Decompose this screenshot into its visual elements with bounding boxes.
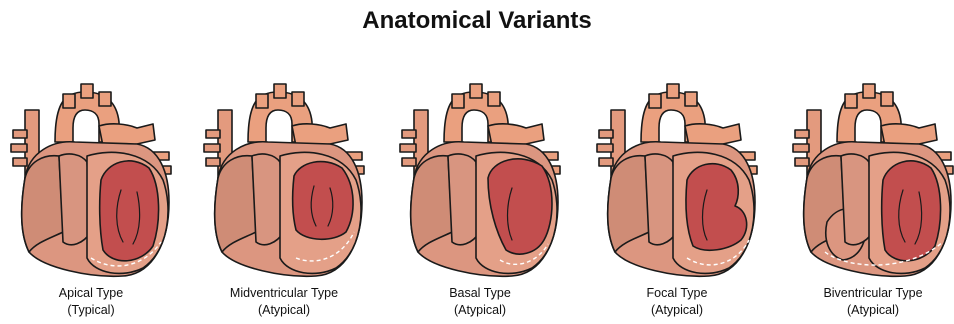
variant-classification: (Atypical) — [196, 302, 372, 319]
variant-panel-apical: Apical Type (Typical) — [3, 82, 179, 322]
variant-panel-biventricular: Biventricular Type (Atypical) — [785, 82, 954, 322]
heart-illustration-midventricular — [196, 82, 372, 278]
pulmonary-veins-left — [400, 130, 416, 166]
variant-panel-focal: Focal Type (Atypical) — [589, 82, 765, 322]
variant-name: Biventricular Type — [785, 285, 954, 302]
variant-name: Midventricular Type — [196, 285, 372, 302]
variant-caption-apical: Apical Type (Typical) — [3, 285, 179, 319]
variant-caption-biventricular: Biventricular Type (Atypical) — [785, 285, 954, 319]
variant-name: Apical Type — [3, 285, 179, 302]
page-title: Anatomical Variants — [0, 7, 954, 35]
heart-illustration-apical — [3, 82, 179, 278]
ballooned-cavity — [293, 162, 353, 240]
variant-panel-midventricular: Midventricular Type (Atypical) — [196, 82, 372, 322]
variant-classification: (Typical) — [3, 302, 179, 319]
variant-caption-basal: Basal Type (Atypical) — [392, 285, 568, 319]
variant-name: Focal Type — [589, 285, 765, 302]
heart-illustration-basal — [392, 82, 568, 278]
pulmonary-veins-left — [793, 130, 809, 166]
pulmonary-veins-left — [204, 130, 220, 166]
variant-classification: (Atypical) — [785, 302, 954, 319]
variant-classification: (Atypical) — [589, 302, 765, 319]
pulmonary-veins-left — [597, 130, 613, 166]
variant-name: Basal Type — [392, 285, 568, 302]
ballooned-cavity — [100, 161, 159, 261]
heart-illustration-focal — [589, 82, 765, 278]
variant-caption-focal: Focal Type (Atypical) — [589, 285, 765, 319]
heart-illustration-biventricular — [785, 82, 954, 278]
variant-caption-midventricular: Midventricular Type (Atypical) — [196, 285, 372, 319]
variant-panel-basal: Basal Type (Atypical) — [392, 82, 568, 322]
pulmonary-veins-left — [11, 130, 27, 166]
variant-classification: (Atypical) — [392, 302, 568, 319]
ballooned-cavity — [882, 161, 941, 261]
